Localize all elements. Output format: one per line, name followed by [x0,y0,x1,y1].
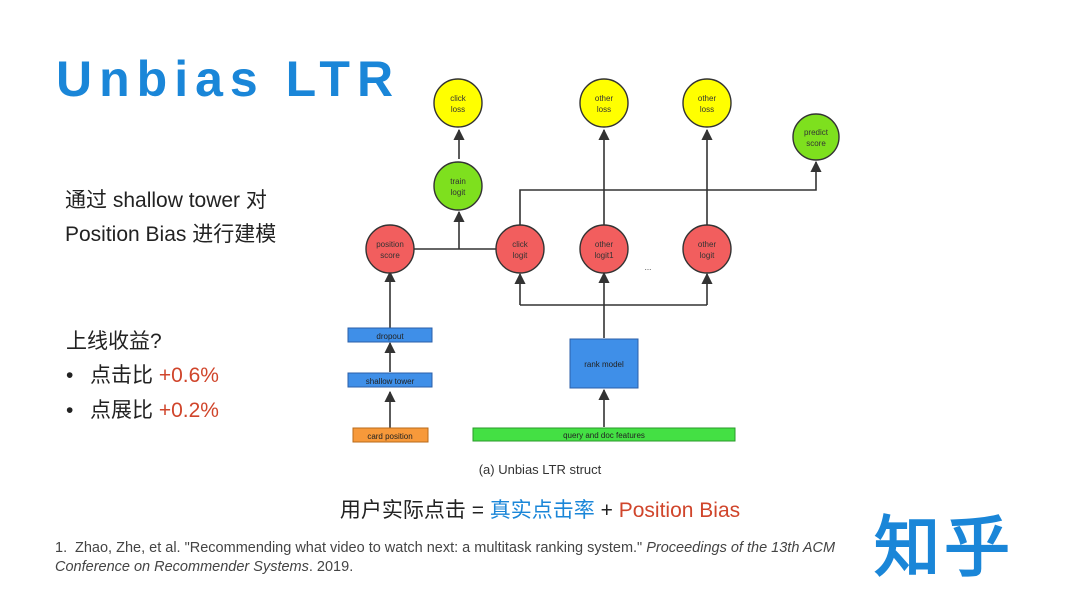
node-label: score [806,139,826,148]
box-label: rank model [584,360,624,369]
reference-year: . 2019. [308,559,354,575]
node-position-score: position score [365,224,415,274]
gain-value: +0.2% [158,399,219,422]
node-other-logit: other logit [682,224,732,274]
description: 通过 shallow tower 对 Position Bias 进行建模 [65,184,276,252]
node-label: other [698,94,717,103]
zhihu-logo: 知乎 [874,510,1014,584]
node-label: click [450,94,467,103]
node-label: position [376,240,404,249]
node-label: loss [597,105,611,114]
gain-value: +0.6% [158,364,219,387]
description-line-2: Position Bias 进行建模 [65,223,277,246]
node-other-loss-2: other loss [682,78,732,128]
box-label: query and doc features [563,431,645,440]
node-label: predict [804,128,829,137]
edge-click-to-predict [519,160,822,226]
node-label: other [595,240,614,249]
box-label: shallow tower [366,377,415,386]
box-card-position: card position [352,427,429,443]
node-label: other [595,94,614,103]
node-label: click [512,240,529,249]
diagram-caption: (a) Unbias LTR struct [478,462,602,477]
node-label: logit [700,251,715,260]
formula-term-bias: Position Bias [618,499,741,522]
node-label: loss [700,105,714,114]
node-label: logit1 [594,251,614,260]
reference-text: Zhao, Zhe, et al. "Recommending what vid… [75,540,647,556]
node-predict-score: predict score [792,113,840,161]
formula-left: 用户实际点击 = [339,499,490,522]
node-other-logit1: other logit1 [579,224,629,274]
formula: 用户实际点击 = 真实点击率 + Position Bias [0,494,1080,524]
reference-journal: Proceedings of the 13th ACM Conference o… [55,540,836,575]
bullet-icon: • [66,364,74,387]
slide-title: Unbias LTR [56,51,401,107]
reference-number: 1. [55,540,68,556]
bullet-icon: • [66,399,74,422]
diagram-edges [384,128,822,428]
box-label: dropout [376,332,404,341]
node-label: logit [513,251,528,260]
node-train-logit: train logit [433,161,483,211]
box-rank-model: rank model [569,338,639,389]
node-label: train [450,177,466,186]
gain-label: 点击比 [90,364,159,387]
architecture-diagram: click loss other loss other loss predict… [347,78,840,443]
gain-item-ctr: • 点击比 +0.6% [66,359,219,389]
reference: 1. Zhao, Zhe, et al. "Recommending what v… [55,539,875,577]
ellipsis-label: ... [645,263,652,272]
gain-label: 点展比 [90,399,159,422]
formula-term-ctr: 真实点击率 [489,499,595,522]
gains-title: 上线收益? [66,330,162,353]
node-click-logit: click logit [495,224,545,274]
box-features: query and doc features [472,427,736,442]
box-shallow-tower: shallow tower [347,372,433,388]
node-label: score [380,251,400,260]
gain-item-show-ratio: • 点展比 +0.2% [66,394,219,424]
box-label: card position [367,432,412,441]
box-dropout: dropout [347,327,433,343]
formula-plus: + [594,499,619,522]
node-click-loss: click loss [433,78,483,128]
node-label: other [698,240,717,249]
node-label: loss [451,105,465,114]
description-line-1: 通过 shallow tower 对 [65,189,267,212]
node-other-loss-1: other loss [579,78,629,128]
node-label: logit [451,188,466,197]
